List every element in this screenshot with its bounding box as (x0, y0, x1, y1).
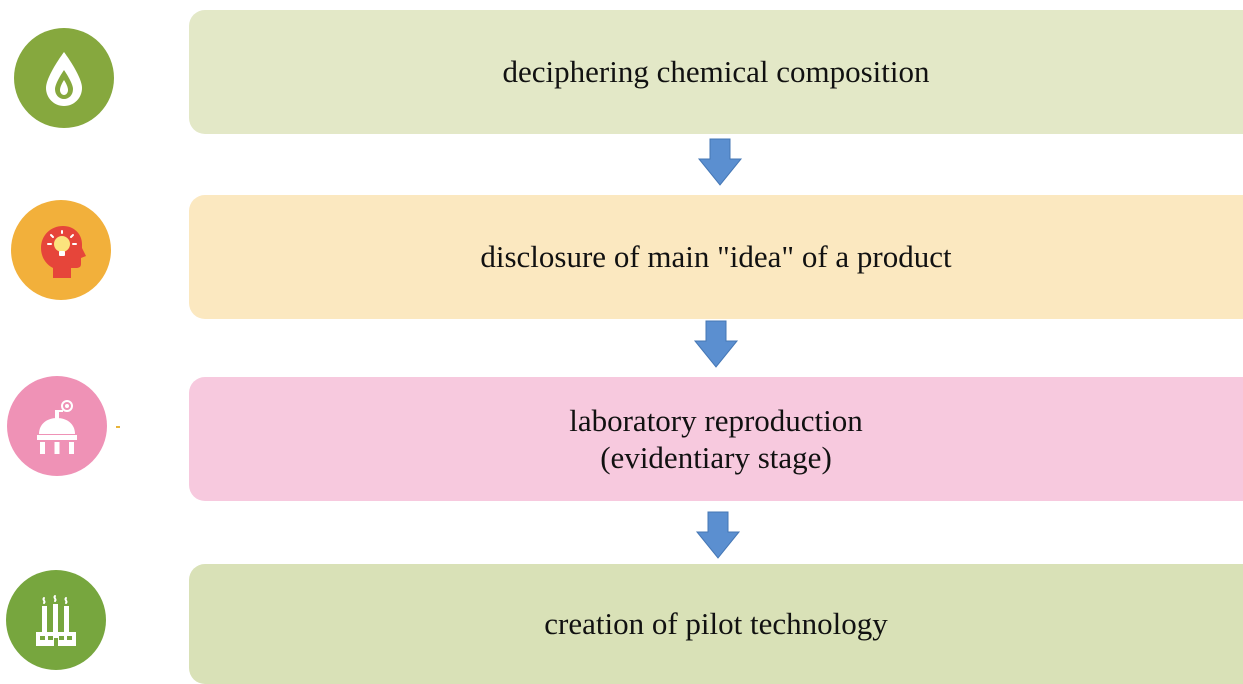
step-box-disclosure: disclosure of main "idea" of a product (189, 195, 1243, 319)
step-label: creation of pilot technology (544, 606, 888, 642)
step-box-laboratory: laboratory reproduction (evidentiary sta… (189, 377, 1243, 501)
laboratory-icon (7, 376, 107, 476)
water-drop-icon (14, 28, 114, 128)
down-arrow-icon (693, 320, 739, 368)
step-box-deciphering: deciphering chemical composition (189, 10, 1243, 134)
factory-icon (6, 570, 106, 670)
step-label: deciphering chemical composition (502, 54, 930, 90)
head-lightbulb-icon (11, 200, 111, 300)
down-arrow-icon (695, 511, 741, 559)
step-label-line-1: laboratory reproduction (569, 402, 863, 438)
step-label-line-2: (evidentiary stage) (600, 440, 832, 475)
step-label: disclosure of main "idea" of a product (480, 239, 952, 275)
step-box-creation: creation of pilot technology (189, 564, 1243, 684)
connector-mark (116, 426, 120, 428)
down-arrow-icon (697, 138, 743, 186)
